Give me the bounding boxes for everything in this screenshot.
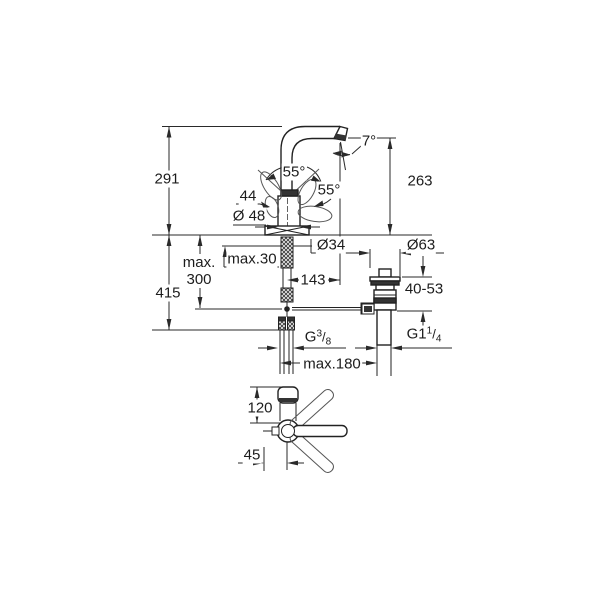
dim-total-height: 291 <box>153 170 181 188</box>
front-view-dimension-lines <box>152 126 452 364</box>
dim-handle-swing-right: 55° <box>316 181 342 199</box>
top-view-faucet <box>263 386 348 474</box>
dim-max-deck-thickness: max.30 <box>226 250 278 268</box>
front-view-drain-assembly <box>361 268 401 376</box>
supply-thread-slash: / <box>322 329 326 345</box>
dim-handle-width: 44 <box>238 187 258 205</box>
dim-spout-tilt-angle: 7° <box>360 132 378 150</box>
dim-max-center-distance: max.180 <box>302 355 362 373</box>
dim-max-rod-length-line2: 300 <box>186 271 212 288</box>
dim-spout-projection: 120 <box>246 399 274 417</box>
dim-handle-swing-left: 55° <box>281 163 307 181</box>
supply-thread-numerator: 3 <box>316 328 323 340</box>
supply-thread-prefix: G <box>304 328 317 346</box>
dim-total-below-height: 415 <box>154 284 182 302</box>
dim-waste-flange-diameter: Ø63 <box>405 236 437 254</box>
dim-supply-thread: G3/8 <box>303 328 333 348</box>
dim-spout-outlet-height: 263 <box>406 172 434 190</box>
dim-waste-thread: G11/4 <box>405 325 443 345</box>
dim-spout-reach: 143 <box>299 271 327 289</box>
dim-waste-clamp-range: 40-53 <box>403 280 445 298</box>
front-view-faucet <box>264 125 375 374</box>
dim-max-rod-length: max.300 <box>181 254 217 288</box>
dim-body-diameter: Ø 48 <box>231 207 267 225</box>
dim-rod-offset: 45 <box>242 446 262 464</box>
waste-thread-denominator: 4 <box>435 333 442 345</box>
waste-thread-numerator: 1 <box>426 325 433 337</box>
waste-thread-slash: / <box>432 326 436 342</box>
dim-deck-hole-diameter: Ø34 <box>315 236 347 254</box>
supply-thread-denominator: 8 <box>325 336 332 348</box>
waste-thread-prefix: G1 <box>406 325 427 343</box>
dim-max-rod-length-line1: max. <box>182 254 216 271</box>
